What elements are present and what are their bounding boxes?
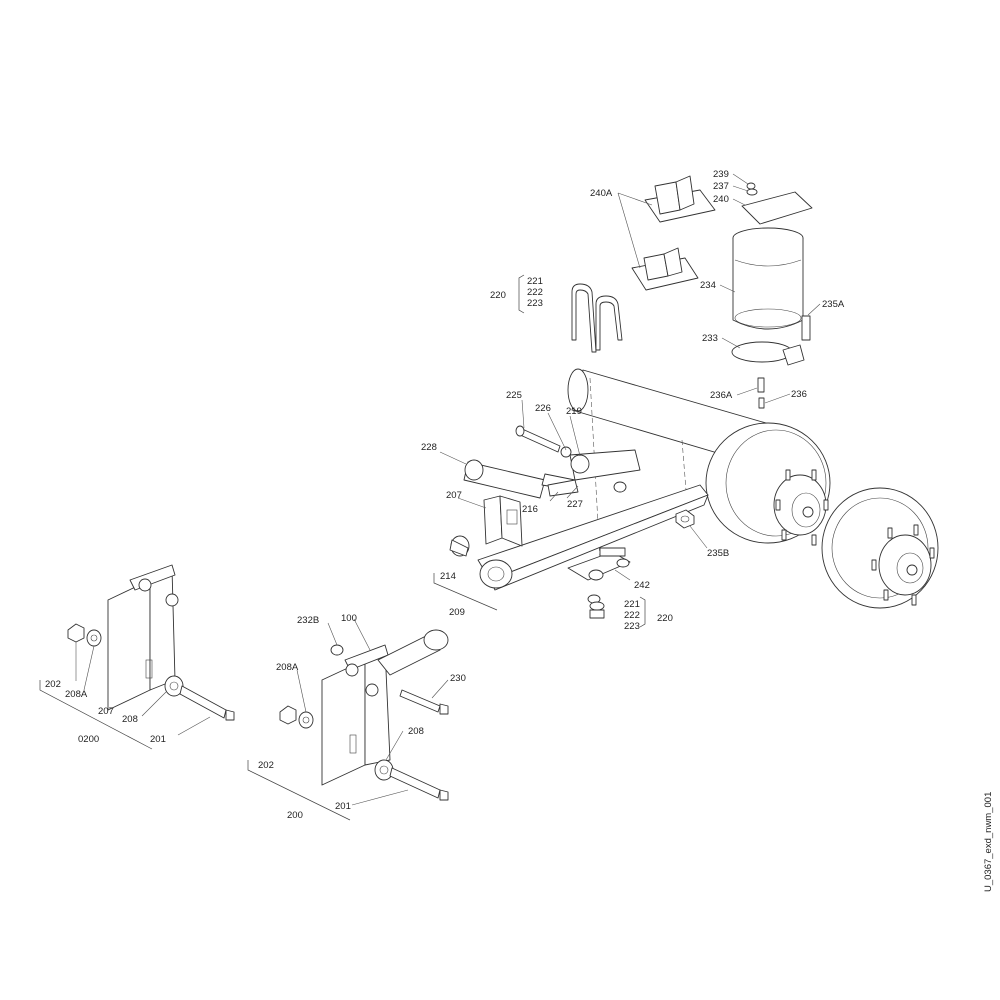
callout-221-top: 221 (527, 276, 543, 287)
callout-214: 214 (440, 571, 456, 582)
callout-219: 219 (566, 406, 582, 417)
callout-labels: 239 237 240 240A 234 235A 233 236A 236 2… (45, 169, 845, 821)
center-nut-washer (279, 705, 314, 729)
callout-100: 100 (341, 613, 357, 624)
top-plate (741, 182, 813, 225)
bolts-air-spring (757, 315, 811, 409)
callout-202-center: 202 (258, 760, 274, 771)
hanger-bracket-100 (321, 644, 391, 786)
callout-201-center: 201 (335, 801, 351, 812)
trailing-arm (477, 484, 709, 591)
callout-208A-center: 208A (276, 662, 299, 673)
callout-232B: 232B (297, 615, 319, 626)
left-nut-washer (67, 623, 102, 647)
callout-236A: 236A (710, 390, 733, 401)
lower-plate-242 (567, 547, 631, 581)
callout-235A: 235A (822, 299, 845, 310)
callout-240: 240 (713, 194, 729, 205)
callout-233: 233 (702, 333, 718, 344)
brake-drum (705, 422, 831, 546)
callout-222-top: 222 (527, 287, 543, 298)
callout-216: 216 (522, 504, 538, 515)
clamp-plate (547, 449, 641, 497)
air-spring (732, 227, 804, 330)
callout-234: 234 (700, 280, 716, 291)
center-bolt (374, 759, 449, 801)
nut-235B (675, 509, 695, 529)
callout-240A: 240A (590, 188, 613, 199)
u-bolts (571, 283, 623, 353)
callout-207-left: 207 (98, 706, 114, 717)
left-bolt (164, 675, 235, 721)
callout-225: 225 (506, 390, 522, 401)
saddle-bracket-lower (631, 247, 699, 291)
callout-201-left: 201 (150, 734, 166, 745)
callout-222-bottom: 222 (624, 610, 640, 621)
callout-208-center: 208 (408, 726, 424, 737)
callout-202-left: 202 (45, 679, 61, 690)
callout-208A-left: 208A (65, 689, 88, 700)
callout-0200: 0200 (78, 734, 99, 745)
arm-bush-center (377, 629, 449, 676)
saddle-bracket-upper (644, 175, 716, 223)
callout-230: 230 (450, 673, 466, 684)
bracket-207-mid (483, 495, 523, 547)
document-id: U_0367_exd_nwm_001 (983, 791, 994, 892)
callout-200: 200 (287, 810, 303, 821)
bolt-225 (515, 425, 572, 458)
group-brackets (39, 274, 646, 821)
callout-220-bottom: 220 (657, 613, 673, 624)
callout-221-bottom: 221 (624, 599, 640, 610)
callout-226: 226 (535, 403, 551, 414)
nut-stack-bottom (587, 594, 605, 619)
callout-237: 237 (713, 181, 729, 192)
callout-207-mid: 207 (446, 490, 462, 501)
brake-disc-hub (821, 487, 939, 609)
callout-239: 239 (713, 169, 729, 180)
callout-209: 209 (449, 607, 465, 618)
callout-228: 228 (421, 442, 437, 453)
leader-lines (75, 173, 821, 806)
callout-235B: 235B (707, 548, 729, 559)
bottom-plate (731, 341, 805, 366)
washer-232B (330, 644, 344, 656)
callout-227: 227 (567, 499, 583, 510)
callout-242: 242 (634, 580, 650, 591)
callout-223-top: 223 (527, 298, 543, 309)
callout-236: 236 (791, 389, 807, 400)
bush (449, 535, 470, 557)
callout-208-left: 208 (122, 714, 138, 725)
callout-223-bottom: 223 (624, 621, 640, 632)
bolt-230 (399, 689, 449, 715)
callout-220-top: 220 (490, 290, 506, 301)
hanger-bracket-left (107, 564, 179, 711)
